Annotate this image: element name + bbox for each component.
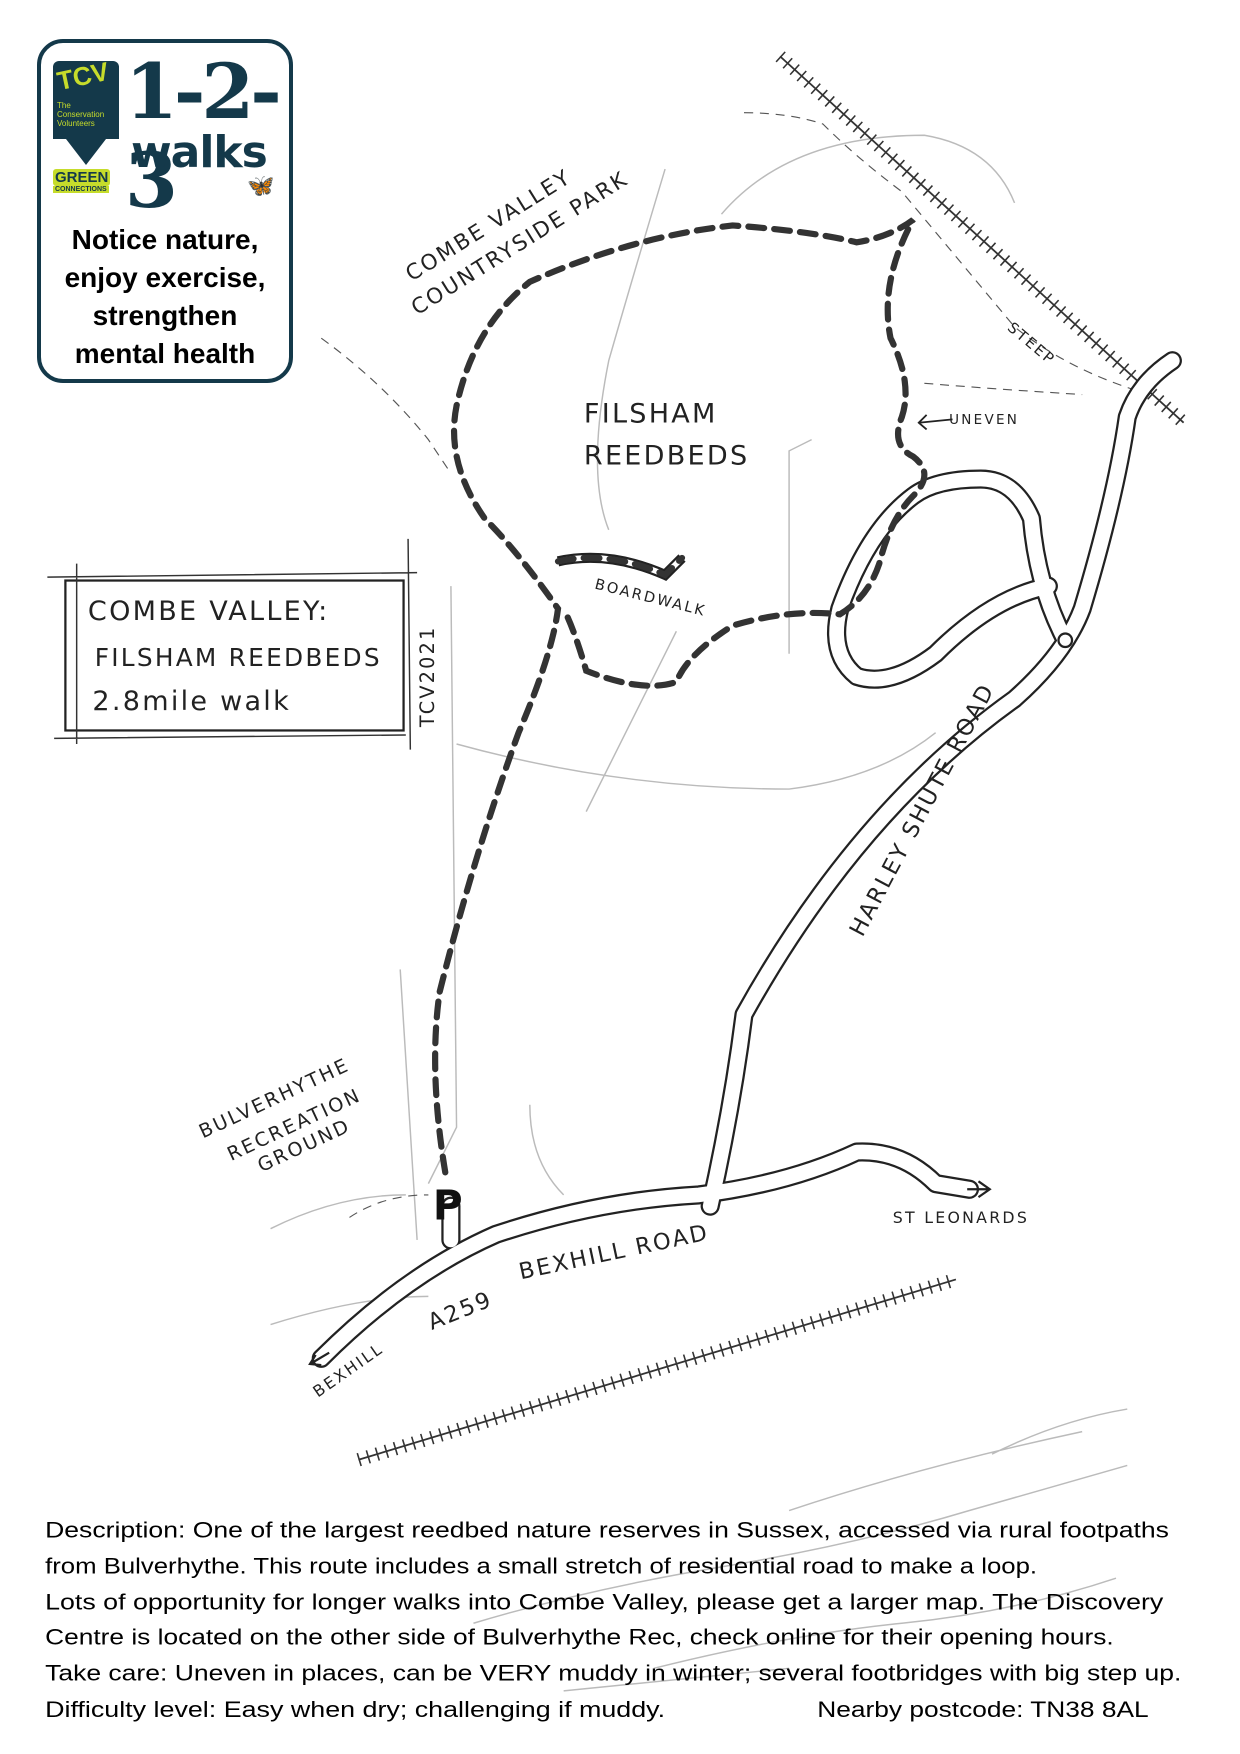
label-boardwalk: BOARDWALK [593,576,708,620]
title-line-2: FILSHAM REEDBEDS [95,643,382,672]
difficulty-text: Difficulty level: Easy when dry; challen… [45,1697,665,1722]
railway-south [356,1272,958,1467]
tcv-pin-icon: TCV The Conservation Volunteers [53,56,119,165]
parking-marker: P [433,1182,463,1230]
title-credit: TCV2021 [416,625,439,728]
tagline-line: strengthen [92,300,238,331]
logo-numbers: 1-2-3 [125,47,282,225]
description: Description: One of the largest reedbed … [45,1518,1181,1722]
tagline-line: Notice nature, [71,224,259,255]
label-reedbeds-1: FILSHAM [584,399,718,430]
green-sub-label: CONNECTIONS [53,186,109,193]
label-harley-shute-road: HARLEY SHUTE ROAD [845,679,1001,941]
logo-walks: walks [131,127,268,178]
railway-north [775,51,1189,428]
title-box: COMBE VALLEY: FILSHAM REEDBEDS 2.8mile w… [47,538,439,750]
tagline-line: mental health [74,338,256,369]
minor-footpaths [320,112,1150,1218]
label-steep: STEEP [1004,319,1058,369]
postcode-text: Nearby postcode: TN38 8AL [817,1697,1148,1722]
walking-route [432,217,928,1176]
tagline: Notice nature, enjoy exercise, strengthe… [41,221,289,373]
title-line-3: 2.8mile walk [92,686,291,717]
description-line: Take care: Uneven in places, can be VERY… [45,1661,1181,1686]
label-reedbeds-2: REEDBEDS [584,440,749,471]
roads [311,351,1182,1368]
label-st-leonards: ST LEONARDS [893,1208,1029,1227]
green-label: GREEN [53,169,111,186]
tcv-brand: TCV [54,55,112,97]
label-uneven: UNEVEN [949,412,1019,428]
description-line: from Bulverhythe. This route includes a … [45,1554,1037,1579]
title-line-1: COMBE VALLEY: [88,596,330,627]
field-boundaries [270,134,1128,1692]
arrow-st-leonards-icon [967,1180,992,1199]
description-line: Description: One of the largest reedbed … [45,1518,1169,1543]
label-bexhill-road: BEXHILL ROAD [517,1220,712,1286]
tagline-line: enjoy exercise, [64,262,266,293]
description-line: Centre is located on the other side of B… [45,1625,1114,1650]
arrow-uneven-icon [917,414,953,431]
label-a259: A259 [424,1286,496,1335]
tcv-123-walks-logo: TCV The Conservation Volunteers GREEN CO… [37,39,293,383]
description-line: Lots of opportunity for longer walks int… [45,1590,1164,1615]
butterfly-icon: 🦋 [247,173,275,198]
arrow-bexhill-icon [308,1351,330,1367]
tcv-brand-sub: The Conservation Volunteers [57,101,105,128]
